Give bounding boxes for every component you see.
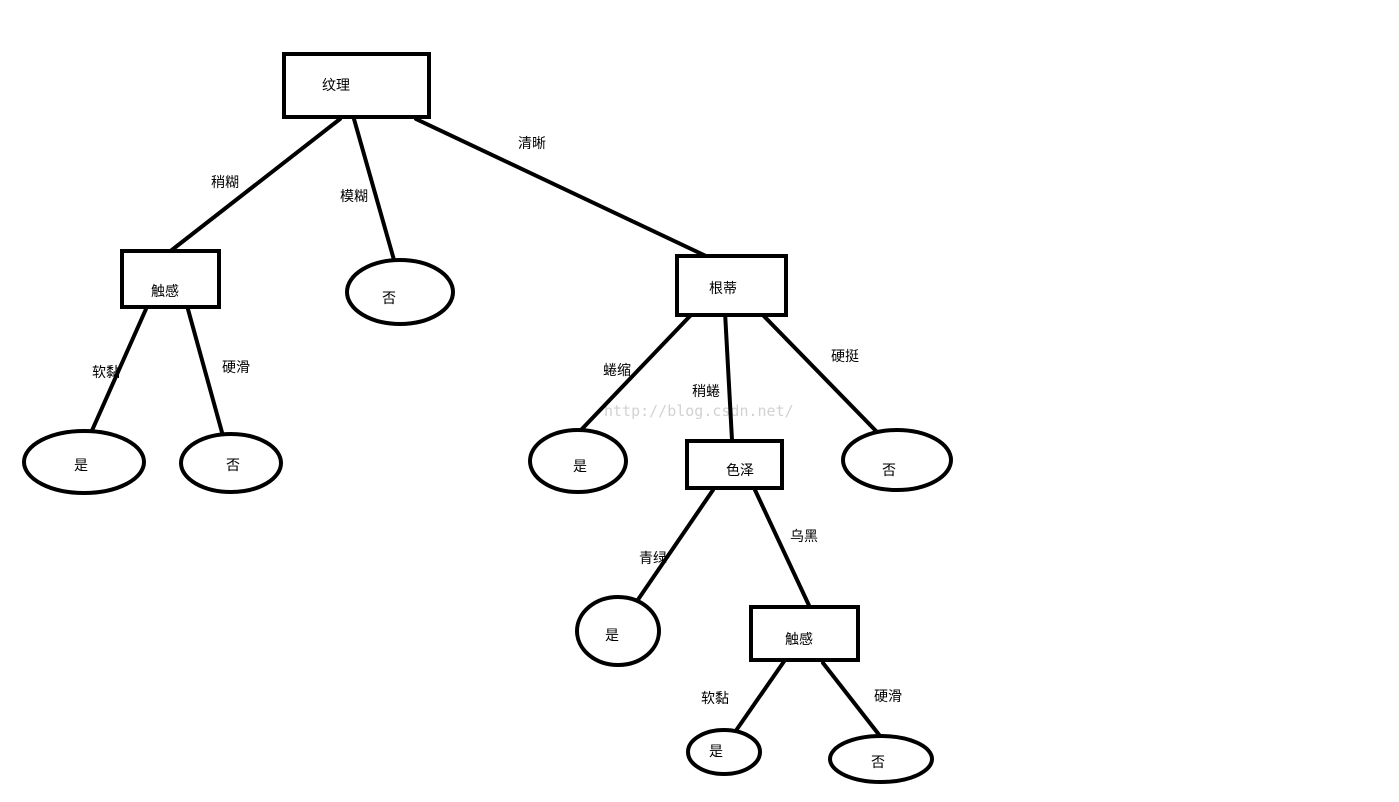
edge-label-mohu: 模糊 xyxy=(340,189,368,205)
edge-stem-shaoquan xyxy=(723,310,734,442)
leaf-yinghua2-no: 否 xyxy=(828,734,934,784)
leaf-qinglv-yes: 是 xyxy=(575,595,661,667)
edge-label-ruannian: 软黏 xyxy=(92,365,120,381)
edge-touch2-ruannian xyxy=(733,658,787,734)
edge-stem-quansuo xyxy=(579,314,692,432)
node-root-label: 纹理 xyxy=(322,78,350,94)
node-touch-left-label: 触感 xyxy=(151,283,179,300)
leaf-yingting-no: 否 xyxy=(841,428,953,492)
node-root-stem-label: 根蒂 xyxy=(709,281,737,297)
edge-label-wuhei: 乌黑 xyxy=(790,529,818,545)
leaf-ruannian2-yes-label: 是 xyxy=(709,744,723,760)
leaf-quansuo-yes-label: 是 xyxy=(573,459,587,475)
node-touch-right: 触感 xyxy=(749,605,860,662)
edge-root-mohu xyxy=(352,117,398,269)
leaf-ruannian2-yes: 是 xyxy=(686,728,762,776)
leaf-yingting-no-label: 否 xyxy=(882,463,896,479)
edge-label-yinghua: 硬滑 xyxy=(222,359,250,376)
edge-label-ruannian2: 软黏 xyxy=(701,691,729,707)
node-color: 色泽 xyxy=(685,439,784,490)
leaf-mohu-no-label: 否 xyxy=(382,291,396,307)
edge-touch2-yinghua xyxy=(821,661,882,738)
leaf-yinghua-no-label: 否 xyxy=(226,458,240,474)
edge-label-shaoquan: 稍蜷 xyxy=(692,384,720,400)
node-root-stem: 根蒂 xyxy=(675,254,788,317)
edge-label-qinglv: 青绿 xyxy=(639,551,667,567)
edge-label-yingting: 硬挺 xyxy=(831,349,859,365)
leaf-yinghua2-no-label: 否 xyxy=(871,755,885,771)
edge-color-qinglv xyxy=(633,488,715,606)
edge-root-touch xyxy=(166,117,342,255)
leaf-ruannian-yes-label: 是 xyxy=(74,458,88,474)
edge-label-quansuo: 蜷缩 xyxy=(603,363,631,379)
leaf-quansuo-yes: 是 xyxy=(528,428,628,494)
leaf-yinghua-no: 否 xyxy=(179,432,283,494)
edge-label-qingxi: 清晰 xyxy=(518,136,546,152)
node-color-label: 色泽 xyxy=(726,462,754,479)
leaf-qinglv-yes-label: 是 xyxy=(605,628,619,644)
edge-stem-yingting xyxy=(756,308,879,434)
leaf-ruannian-yes: 是 xyxy=(22,429,146,495)
edge-color-wuhei xyxy=(753,488,815,616)
node-root: 纹理 xyxy=(282,52,431,119)
watermark-text: http://blog.csdn.net/ xyxy=(604,402,794,420)
leaf-mohu-no: 否 xyxy=(345,258,455,326)
edge-label-shaohu: 稍糊 xyxy=(211,175,239,191)
edge-label-yinghua2: 硬滑 xyxy=(874,688,902,705)
edge-touch-ruannian xyxy=(88,307,148,437)
edge-touch-yinghua xyxy=(184,300,225,438)
node-touch-left: 触感 xyxy=(120,249,221,309)
edge-labels: 稍糊 模糊 清晰 软黏 硬滑 蜷缩 稍蜷 硬挺 青绿 乌黑 软黏 硬滑 xyxy=(92,136,902,707)
edges xyxy=(88,117,882,738)
edge-root-stem xyxy=(414,117,708,258)
node-touch-right-label: 触感 xyxy=(785,631,813,648)
